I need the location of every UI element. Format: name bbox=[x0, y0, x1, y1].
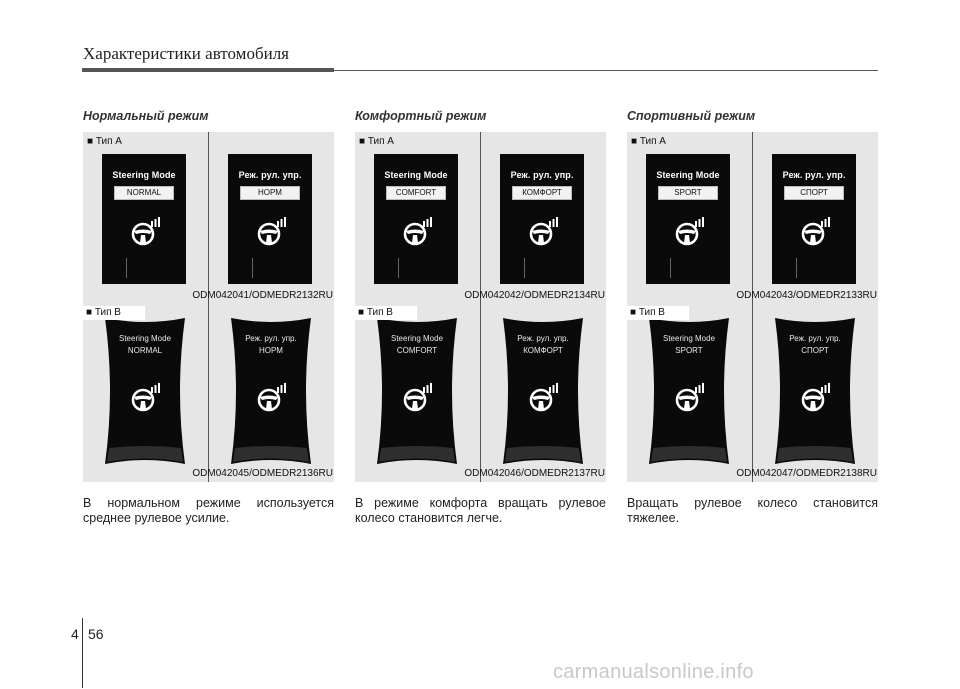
display-tick bbox=[796, 258, 797, 278]
type-b-display-en: Steering Mode NORMAL bbox=[103, 316, 187, 466]
watermark: carmanualsonline.info bbox=[553, 661, 754, 683]
type-a-figure-code: ODM042042/ODMEDR2134RU bbox=[464, 290, 605, 301]
display-mode-box: NORMAL bbox=[114, 186, 174, 200]
display-title: Реж. рул. упр. bbox=[510, 170, 574, 180]
type-b-label: ■ Тип B bbox=[627, 306, 689, 320]
type-a-display-en: Steering Mode SPORT bbox=[646, 154, 730, 284]
steering-wheel-icon bbox=[131, 382, 161, 412]
page-number: 56 bbox=[88, 626, 104, 642]
display-mode: SPORT bbox=[675, 346, 703, 355]
display-mode-box: СПОРТ bbox=[784, 186, 844, 200]
mode-section-1: Нормальный режим ■ Тип A Steering Mode N… bbox=[83, 108, 334, 526]
display-mode-box: КОМФОРТ bbox=[512, 186, 572, 200]
display-title: Steering Mode bbox=[384, 170, 448, 180]
display-title: Реж. рул. упр. bbox=[782, 170, 846, 180]
type-a-display-ru: Реж. рул. упр. НОРМ bbox=[228, 154, 312, 284]
panel-divider bbox=[480, 304, 481, 482]
display-title: Steering Mode bbox=[112, 170, 176, 180]
type-b-display-en: Steering Mode SPORT bbox=[647, 316, 731, 466]
section-description: Вращать рулевое колесо становится тяжеле… bbox=[627, 496, 878, 525]
panel-divider bbox=[480, 132, 481, 304]
type-b-label: ■ Тип B bbox=[355, 306, 417, 320]
steering-wheel-icon bbox=[529, 382, 559, 412]
display-tick bbox=[398, 258, 399, 278]
steering-wheel-icon bbox=[675, 216, 705, 246]
steering-wheel-icon bbox=[801, 382, 831, 412]
section-title: Нормальный режим bbox=[83, 109, 209, 123]
display-tick bbox=[252, 258, 253, 278]
type-a-panel: ■ Тип A Steering Mode COMFORT Реж. рул. … bbox=[355, 132, 606, 304]
type-a-figure-code: ODM042041/ODMEDR2132RU bbox=[192, 290, 333, 301]
type-a-label: ■ Тип A bbox=[87, 136, 140, 148]
steering-wheel-icon bbox=[529, 216, 559, 246]
display-title: Реж. рул. упр. bbox=[238, 170, 302, 180]
header-title: Характеристики автомобиля bbox=[83, 44, 289, 63]
chapter-number: 4 bbox=[71, 626, 79, 642]
panel-divider bbox=[752, 132, 753, 304]
type-a-display-ru: Реж. рул. упр. СПОРТ bbox=[772, 154, 856, 284]
steering-wheel-icon bbox=[131, 216, 161, 246]
display-mode-box: SPORT bbox=[658, 186, 718, 200]
display-tick bbox=[670, 258, 671, 278]
steering-wheel-icon bbox=[257, 216, 287, 246]
type-b-figure-code: ODM042047/ODMEDR2138RU bbox=[736, 468, 877, 479]
display-tick bbox=[524, 258, 525, 278]
header-rule-thick bbox=[82, 68, 334, 72]
type-b-display-ru: Реж. рул. упр. НОРМ bbox=[229, 316, 313, 466]
display-title: Steering Mode bbox=[656, 170, 720, 180]
type-b-panel: Steering Mode NORMAL Реж. рул. упр. НОРМ… bbox=[83, 304, 334, 482]
steering-wheel-icon bbox=[403, 382, 433, 412]
display-mode: NORMAL bbox=[127, 346, 163, 355]
type-a-panel: ■ Тип A Steering Mode NORMAL Реж. рул. у… bbox=[83, 132, 334, 304]
display-title: Реж. рул. упр. bbox=[789, 334, 841, 343]
display-mode: СПОРТ bbox=[801, 346, 829, 355]
mode-section-3: Спортивный режим ■ Тип A Steering Mode S… bbox=[627, 108, 878, 526]
mode-section-2: Комфортный режим ■ Тип A Steering Mode C… bbox=[355, 108, 606, 526]
type-b-display-ru: Реж. рул. упр. КОМФОРТ bbox=[501, 316, 585, 466]
type-a-label: ■ Тип A bbox=[359, 136, 412, 148]
display-mode-box: НОРМ bbox=[240, 186, 300, 200]
header-rule-thin bbox=[334, 70, 878, 71]
steering-wheel-icon bbox=[675, 382, 705, 412]
type-a-panel: ■ Тип A Steering Mode SPORT Реж. рул. уп… bbox=[627, 132, 878, 304]
display-mode: НОРМ bbox=[259, 346, 283, 355]
section-title: Спортивный режим bbox=[627, 109, 756, 123]
type-b-label: ■ Тип B bbox=[83, 306, 145, 320]
panel-divider bbox=[208, 132, 209, 304]
steering-wheel-icon bbox=[257, 382, 287, 412]
footer-rule bbox=[82, 618, 83, 688]
display-title: Steering Mode bbox=[390, 334, 444, 343]
steering-wheel-icon bbox=[403, 216, 433, 246]
display-title: Steering Mode bbox=[662, 334, 716, 343]
type-a-display-en: Steering Mode NORMAL bbox=[102, 154, 186, 284]
panel-divider bbox=[752, 304, 753, 482]
section-description: В нормальном режиме используется среднее… bbox=[83, 496, 334, 525]
display-mode-box: COMFORT bbox=[386, 186, 446, 200]
type-a-display-en: Steering Mode COMFORT bbox=[374, 154, 458, 284]
type-b-panel: Steering Mode SPORT Реж. рул. упр. СПОРТ… bbox=[627, 304, 878, 482]
type-b-display-en: Steering Mode COMFORT bbox=[375, 316, 459, 466]
display-title: Реж. рул. упр. bbox=[517, 334, 569, 343]
type-a-figure-code: ODM042043/ODMEDR2133RU bbox=[736, 290, 877, 301]
type-a-display-ru: Реж. рул. упр. КОМФОРТ bbox=[500, 154, 584, 284]
type-b-figure-code: ODM042046/ODMEDR2137RU bbox=[464, 468, 605, 479]
type-b-figure-code: ODM042045/ODMEDR2136RU bbox=[192, 468, 333, 479]
type-b-panel: Steering Mode COMFORT Реж. рул. упр. КОМ… bbox=[355, 304, 606, 482]
display-title: Реж. рул. упр. bbox=[245, 334, 297, 343]
section-description: В режиме комфорта вращать рулевое колесо… bbox=[355, 496, 606, 525]
display-mode: КОМФОРТ bbox=[523, 346, 563, 355]
panel-divider bbox=[208, 304, 209, 482]
type-a-label: ■ Тип A bbox=[631, 136, 684, 148]
type-b-display-ru: Реж. рул. упр. СПОРТ bbox=[773, 316, 857, 466]
display-title: Steering Mode bbox=[118, 334, 172, 343]
section-title: Комфортный режим bbox=[355, 109, 487, 123]
steering-wheel-icon bbox=[801, 216, 831, 246]
display-mode: COMFORT bbox=[396, 346, 438, 355]
display-tick bbox=[126, 258, 127, 278]
